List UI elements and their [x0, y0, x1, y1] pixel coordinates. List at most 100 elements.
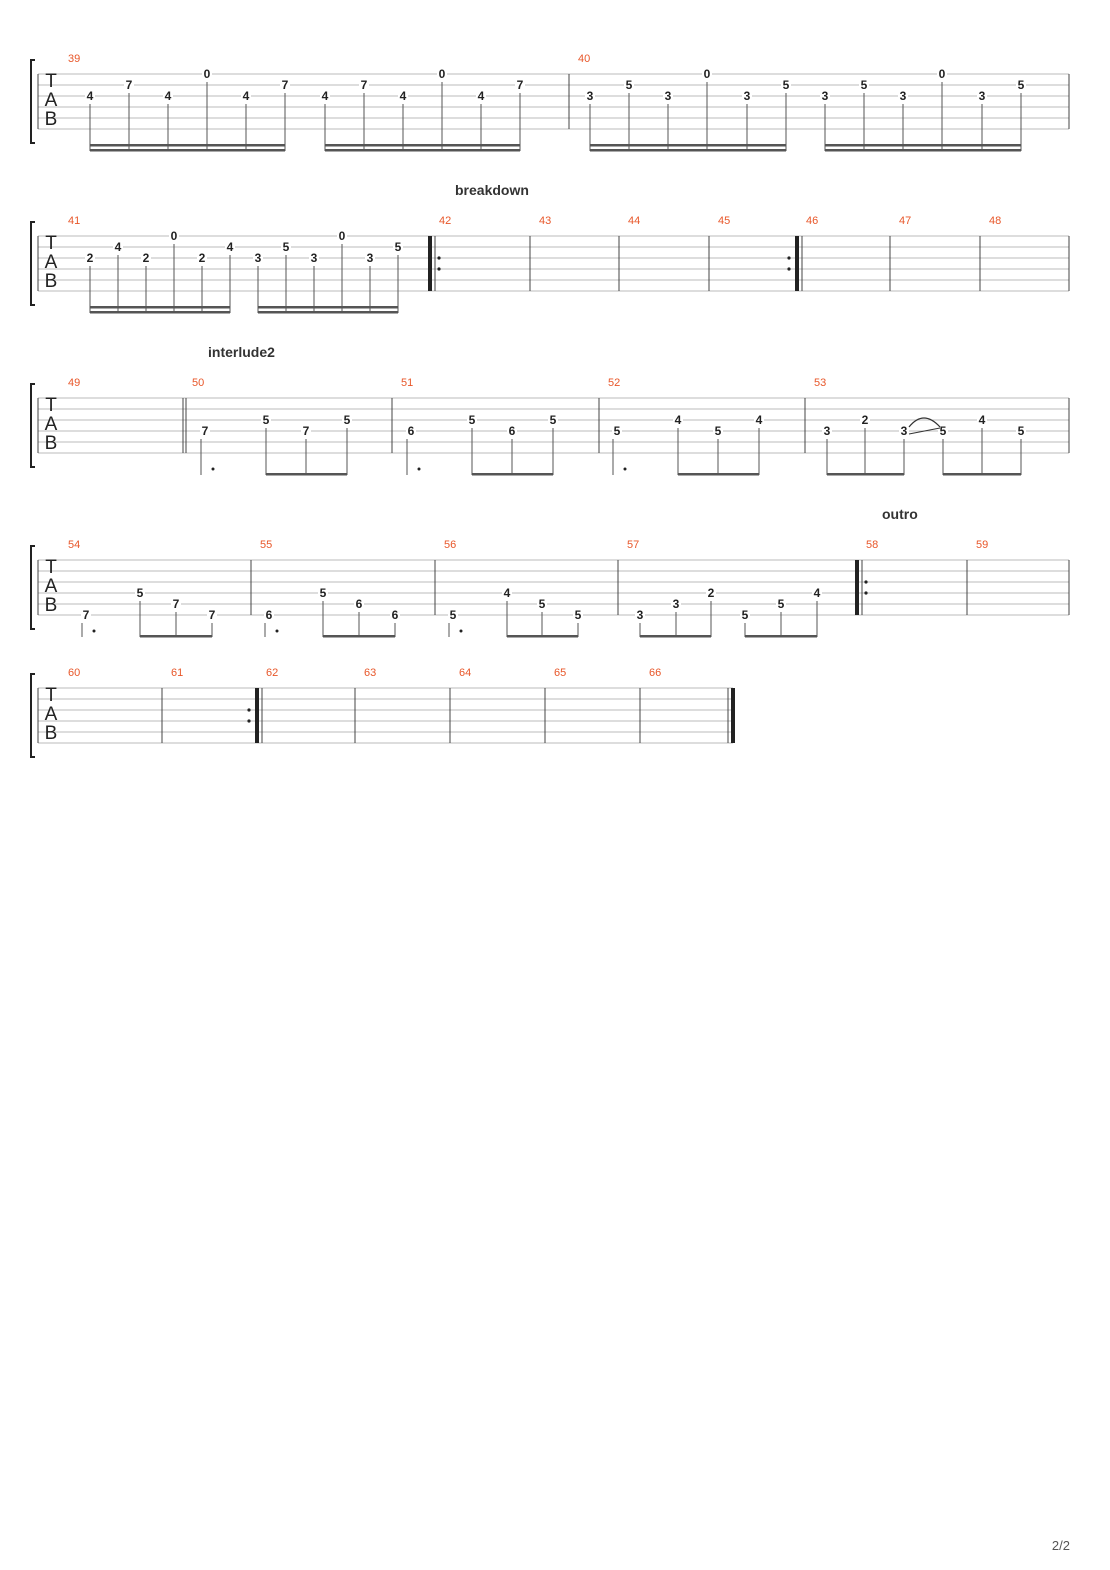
bar-number: 51: [401, 377, 413, 389]
fret-mask: [612, 424, 622, 437]
bar-number: 64: [459, 667, 471, 679]
beam: [472, 473, 553, 476]
tab-clef-letter: T: [45, 685, 57, 706]
start-repeat-barline: [428, 236, 432, 291]
fret-mask: [85, 89, 95, 102]
beam: [140, 635, 212, 638]
fret-number: 6: [408, 424, 415, 438]
fret-mask: [124, 78, 134, 91]
fret-mask: [301, 424, 311, 437]
fret-number: 5: [283, 240, 290, 254]
tab-clef-letter: B: [45, 595, 58, 616]
bar-number: 59: [976, 539, 988, 551]
fret-mask: [820, 89, 830, 102]
fret-number: 3: [979, 89, 986, 103]
beam: [258, 311, 398, 314]
fret-mask: [742, 89, 752, 102]
repeat-dot: [787, 267, 791, 271]
fret-number: 4: [478, 89, 485, 103]
slide-line: [908, 427, 941, 435]
bar-number: 58: [866, 539, 878, 551]
fret-mask: [573, 608, 583, 621]
rhythm-dot: [92, 629, 96, 633]
fret-mask: [280, 78, 290, 91]
beam: [590, 149, 786, 152]
fret-mask: [548, 413, 558, 426]
fret-number: 5: [137, 586, 144, 600]
fret-number: 3: [587, 89, 594, 103]
start-repeat-barline: [855, 560, 859, 615]
fret-mask: [141, 251, 151, 264]
fret-number: 5: [450, 608, 457, 622]
bar-number: 44: [628, 215, 640, 227]
fret-number: 5: [940, 424, 947, 438]
fret-number: 0: [439, 67, 446, 81]
bar-number: 48: [989, 215, 1001, 227]
slur-arc: [908, 417, 941, 428]
fret-number: 5: [742, 608, 749, 622]
fret-mask: [706, 586, 716, 599]
beam: [745, 635, 817, 638]
fret-number: 3: [367, 251, 374, 265]
fret-mask: [977, 89, 987, 102]
fret-number: 3: [311, 251, 318, 265]
fret-mask: [320, 89, 330, 102]
fret-mask: [359, 78, 369, 91]
fret-mask: [135, 586, 145, 599]
system-bracket: [30, 673, 35, 758]
beam: [827, 473, 904, 476]
fret-mask: [241, 89, 251, 102]
fret-mask: [398, 89, 408, 102]
fret-mask: [225, 240, 235, 253]
fret-number: 0: [939, 67, 946, 81]
fret-number: 5: [320, 586, 327, 600]
fret-mask: [202, 67, 212, 80]
repeat-dot: [437, 267, 441, 271]
fret-number: 5: [778, 597, 785, 611]
bar-number: 61: [171, 667, 183, 679]
fret-number: 5: [395, 240, 402, 254]
tab-clef-letter: T: [45, 71, 57, 92]
fret-number: 0: [204, 67, 211, 81]
tab-clef-letter: T: [45, 233, 57, 254]
fret-number: 2: [708, 586, 715, 600]
fret-mask: [264, 608, 274, 621]
fret-mask: [337, 229, 347, 242]
bar-number: 54: [68, 539, 80, 551]
rhythm-dot: [417, 467, 421, 471]
fret-number: 5: [575, 608, 582, 622]
fret-mask: [197, 251, 207, 264]
bar-number: 46: [806, 215, 818, 227]
bar-number: 50: [192, 377, 204, 389]
fret-mask: [937, 67, 947, 80]
fret-mask: [318, 586, 328, 599]
fret-number: 6: [266, 608, 273, 622]
fret-mask: [635, 608, 645, 621]
fret-mask: [899, 424, 909, 437]
fret-mask: [253, 251, 263, 264]
bar-number: 40: [578, 53, 590, 65]
rhythm-dot: [275, 629, 279, 633]
beam: [825, 149, 1021, 152]
fret-number: 3: [822, 89, 829, 103]
fret-mask: [663, 89, 673, 102]
fret-mask: [502, 586, 512, 599]
fret-mask: [624, 78, 634, 91]
fret-mask: [938, 424, 948, 437]
fret-number: 4: [243, 89, 250, 103]
rhythm-dot: [459, 629, 463, 633]
fret-number: 3: [255, 251, 262, 265]
fret-number: 4: [756, 413, 763, 427]
fret-mask: [822, 424, 832, 437]
bar-number: 53: [814, 377, 826, 389]
fret-mask: [754, 413, 764, 426]
tab-clef-letter: A: [45, 90, 58, 111]
fret-mask: [437, 67, 447, 80]
fret-mask: [860, 413, 870, 426]
fret-number: 3: [901, 424, 908, 438]
fret-number: 5: [344, 413, 351, 427]
fret-mask: [507, 424, 517, 437]
fret-number: 3: [665, 89, 672, 103]
tab-clef-letter: A: [45, 704, 58, 725]
